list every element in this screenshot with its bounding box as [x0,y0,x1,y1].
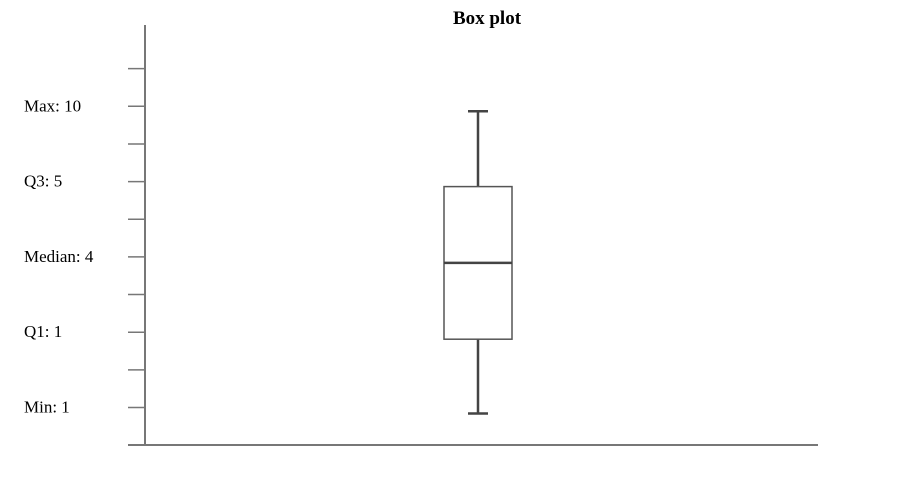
y-tick-label: Median: 4 [24,247,94,266]
y-tick-label: Max: 10 [24,96,81,115]
y-tick-label: Q3: 5 [24,172,62,191]
chart-title: Box plot [453,8,522,29]
y-tick-label: Q1: 1 [24,322,62,341]
box-plot [443,110,513,415]
axes [128,25,818,446]
y-tick-label: Min: 1 [24,398,70,417]
y-axis-tick-labels: Max: 10 Q3: 5 Median: 4 Q1: 1 Min: 1 [24,96,94,416]
y-axis-ticks [128,67,145,409]
